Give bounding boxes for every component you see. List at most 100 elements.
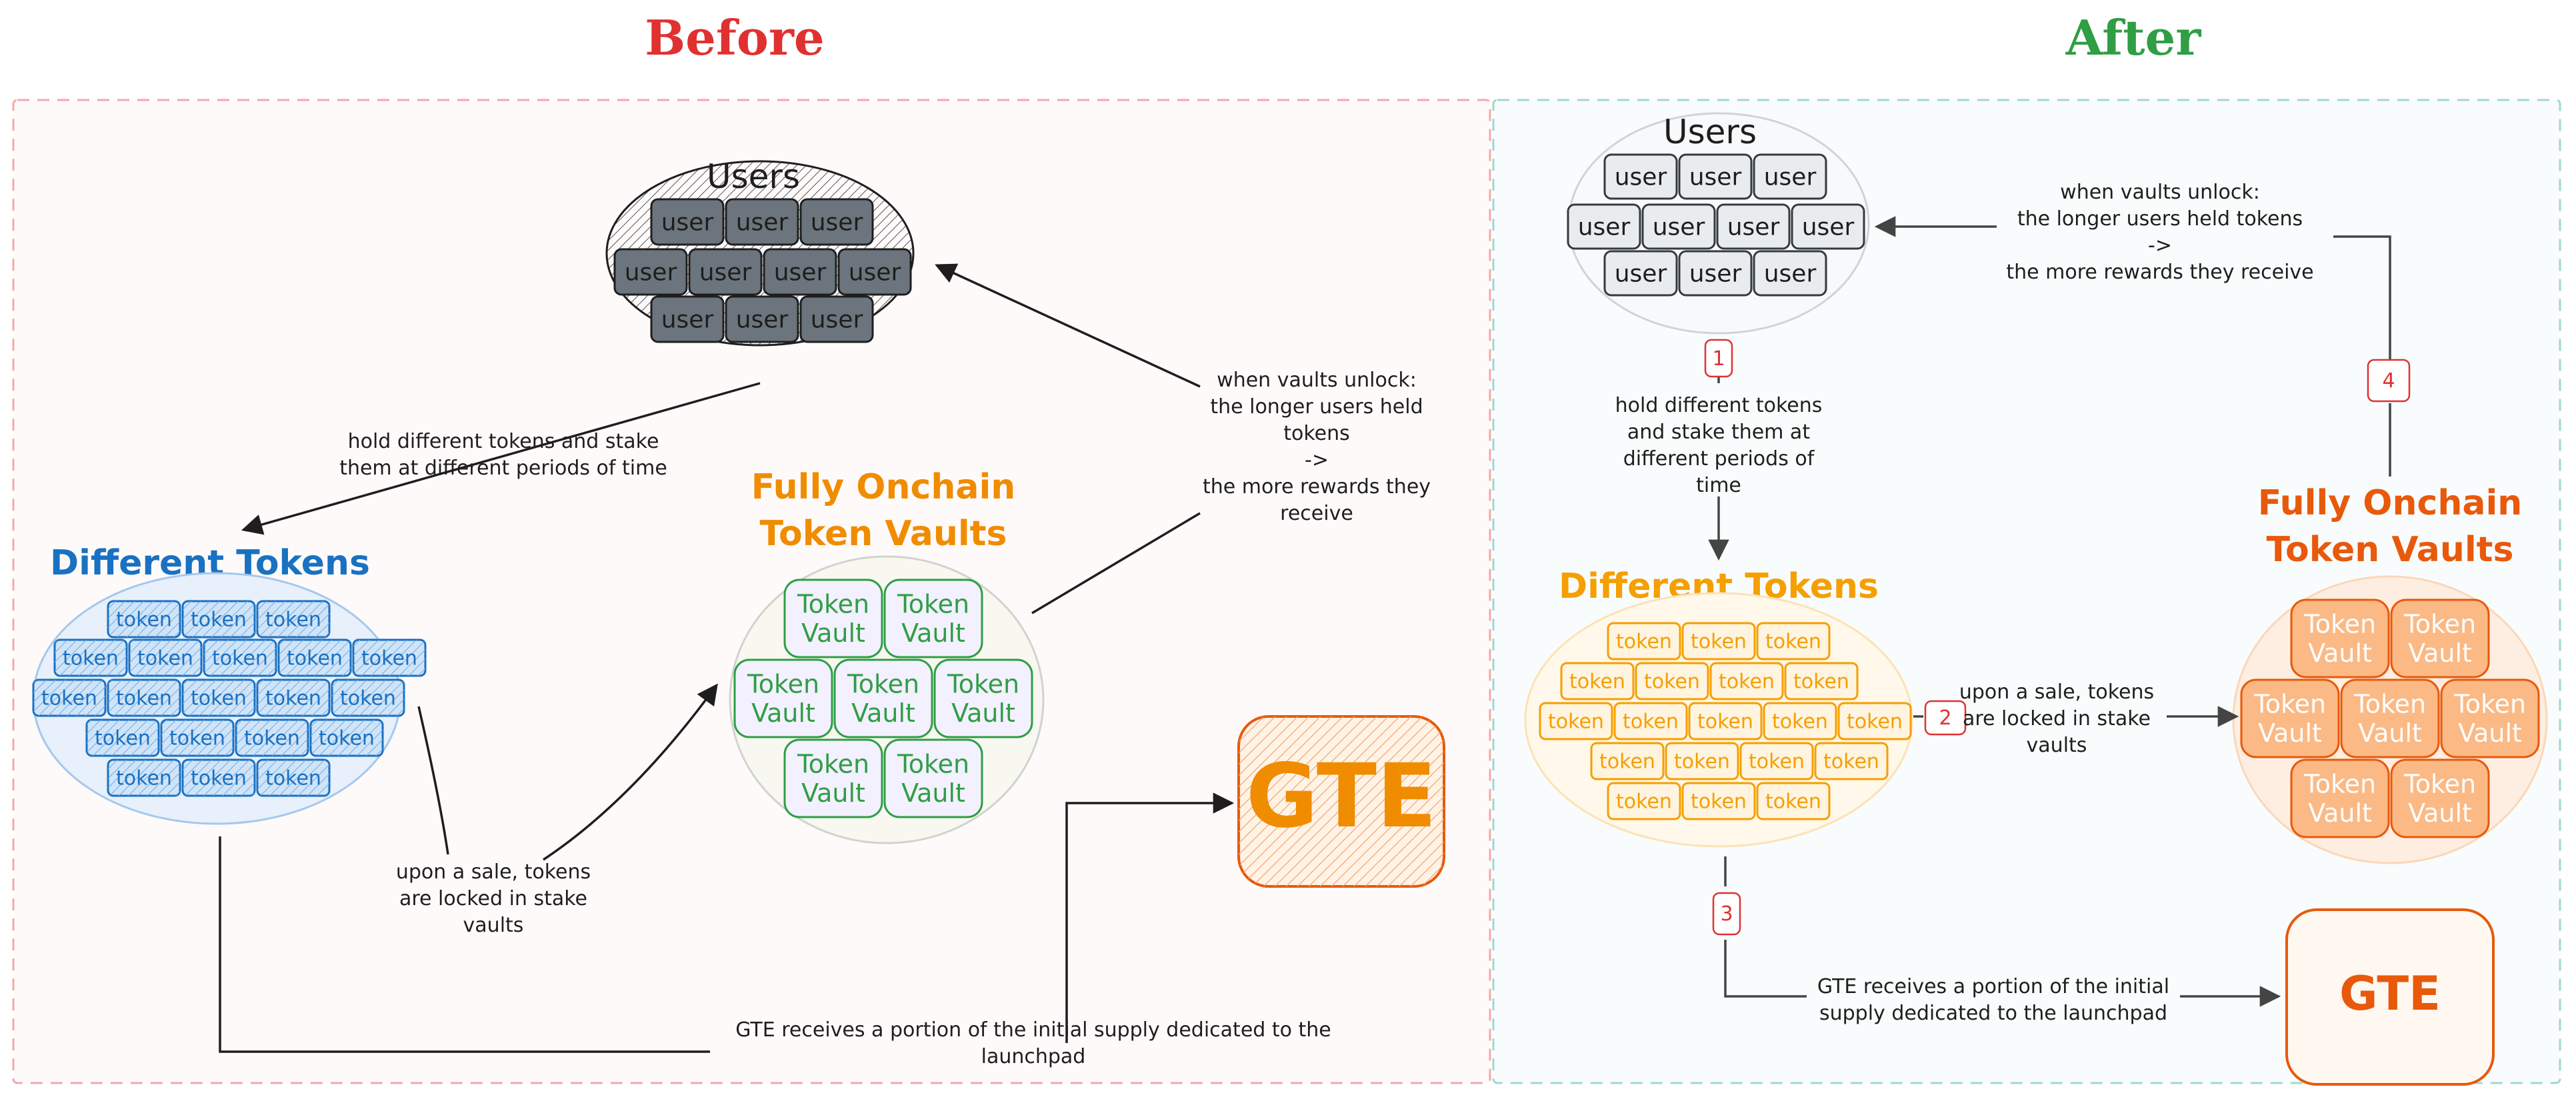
after-user-cell-label: user bbox=[1653, 214, 1705, 241]
after-user-cell-label: user bbox=[1764, 164, 1817, 191]
after-token-cell-label: token bbox=[1765, 630, 1821, 654]
after-gte-label: GTE bbox=[2339, 966, 2441, 1021]
after-user-cell-label: user bbox=[1802, 214, 1855, 241]
after-token-cell-label: token bbox=[1691, 630, 1747, 654]
after-token-cell: token bbox=[1784, 662, 1859, 700]
after-user-cell: user bbox=[1678, 153, 1753, 200]
after-user-cell: user bbox=[1567, 203, 1641, 250]
after-vault-cell-label: Token bbox=[2253, 689, 2326, 718]
before-user-cell: user bbox=[650, 295, 725, 343]
before-token-cell-label: token bbox=[265, 608, 321, 632]
before-annot-sale-line-2: are locked in stake bbox=[399, 887, 587, 910]
before-token-cell: token bbox=[181, 678, 256, 717]
after-annot-gte-line-1: GTE receives a portion of the initial bbox=[1817, 975, 2169, 998]
before-gte-hatch bbox=[1239, 716, 1444, 886]
after-token-cell-label: token bbox=[1697, 710, 1753, 734]
after-user-cell: user bbox=[1678, 250, 1753, 297]
after-users-title: Users bbox=[1663, 113, 1757, 151]
after-vault-cell-label: Token bbox=[2403, 769, 2476, 798]
before-token-cell-label: token bbox=[116, 687, 172, 710]
after-token-cell-label: token bbox=[1772, 710, 1828, 734]
after-token-cell-label: token bbox=[1765, 790, 1821, 814]
before-annot-hold: hold different tokens and stake them at … bbox=[339, 430, 667, 480]
after-token-cell-label: token bbox=[1749, 750, 1805, 774]
after-token-cell-label: token bbox=[1674, 750, 1730, 774]
before-user-cell: user bbox=[763, 248, 837, 296]
before-token-cell-label: token bbox=[265, 687, 321, 710]
before-panel bbox=[12, 99, 1491, 1084]
before-arrow-tokens-to-gte bbox=[219, 803, 1232, 1053]
after-token-cell: token bbox=[1763, 702, 1837, 740]
before-annot-unlock-line-2: the longer users held bbox=[1210, 395, 1423, 419]
before-token-cell-label: token bbox=[212, 647, 268, 670]
before-annot-unlock-line-3: tokens bbox=[1283, 422, 1350, 445]
before-user-cell-label: user bbox=[661, 307, 714, 334]
before-token-cell-label: token bbox=[191, 767, 247, 790]
after-vault-cell-label: Token bbox=[2403, 609, 2476, 638]
after-token-cell: token bbox=[1665, 742, 1739, 780]
before-user-cell-label: user bbox=[811, 209, 863, 237]
after-user-cell-label: user bbox=[1689, 261, 1742, 288]
after-annot-gte: GTE receives a portion of the initial su… bbox=[1817, 975, 2169, 1025]
after-annot-sale-line-1: upon a sale, tokens bbox=[1959, 680, 2154, 704]
before-user-cell: user bbox=[725, 198, 799, 246]
before-vault-cell-label: Token bbox=[897, 749, 969, 778]
after-user-cell: user bbox=[1753, 153, 1827, 200]
after-annot-hold-line-4: time bbox=[1696, 474, 1741, 497]
before-token-cell: token bbox=[160, 718, 235, 757]
after-vault-cell-label: Vault bbox=[2308, 638, 2372, 668]
before-user-cell: user bbox=[799, 198, 874, 246]
after-token-cell-label: token bbox=[1616, 790, 1672, 814]
after-token-cell: token bbox=[1756, 622, 1831, 660]
after-token-cell-label: token bbox=[1644, 670, 1700, 694]
before-arrow-users-to-tokens bbox=[241, 382, 761, 535]
after-user-cell-label: user bbox=[1764, 261, 1817, 288]
before-vaults-title-2: Token Vaults bbox=[759, 514, 1007, 554]
before-vault-cell-label: Vault bbox=[751, 698, 815, 728]
after-title: After bbox=[2065, 9, 2202, 66]
after-vault-cell-label: Token bbox=[2303, 769, 2376, 798]
before-annot-gte-line-1: GTE receives a portion of the initial su… bbox=[735, 1018, 1331, 1042]
after-user-cell-label: user bbox=[1689, 164, 1742, 191]
before-user-cell: user bbox=[799, 295, 874, 343]
before-token-cell-label: token bbox=[137, 647, 193, 670]
after-vault-cell-label: Vault bbox=[2258, 718, 2322, 748]
before-vault-cell-label: Token bbox=[947, 669, 1019, 698]
after-token-cell: token bbox=[1539, 702, 1613, 740]
after-vault-cell-label: Vault bbox=[2308, 798, 2372, 828]
after-annot-unlock-line-2: the longer users held tokens bbox=[2017, 207, 2303, 231]
after-annot-sale: upon a sale, tokens are locked in stake … bbox=[1959, 680, 2154, 757]
before-user-cell-label: user bbox=[699, 259, 752, 287]
before-annot-hold-line-1: hold different tokens and stake bbox=[348, 430, 659, 453]
before-token-cell: token bbox=[256, 678, 331, 717]
before-token-cell-label: token bbox=[319, 727, 375, 750]
before-vault-cell-label: Token bbox=[747, 669, 819, 698]
after-token-cell: token bbox=[1837, 702, 1912, 740]
before-token-cell-label: token bbox=[340, 687, 396, 710]
before-annot-unlock-line-4: -> bbox=[1305, 449, 1329, 472]
after-annot-unlock-line-1: when vaults unlock: bbox=[2060, 181, 2260, 204]
before-token-cell: token bbox=[107, 758, 181, 797]
before-annot-unlock-line-6: receive bbox=[1280, 502, 1353, 525]
after-token-cell-label: token bbox=[1616, 630, 1672, 654]
before-token-cell: token bbox=[107, 600, 181, 638]
after-token-cell: token bbox=[1560, 662, 1635, 700]
after-vaults-group: Fully Onchain Token Vaults TokenVaultTok… bbox=[2232, 483, 2548, 864]
after-annot-hold-line-2: and stake them at bbox=[1627, 421, 1810, 444]
after-step-2-label: 2 bbox=[1939, 706, 1951, 730]
after-step-2-badge: 2 bbox=[1924, 700, 1967, 736]
before-annot-sale-line-3: vaults bbox=[463, 914, 524, 937]
before-user-cell-label: user bbox=[811, 307, 863, 334]
after-token-cell: token bbox=[1635, 662, 1709, 700]
after-token-cell-label: token bbox=[1719, 670, 1775, 694]
